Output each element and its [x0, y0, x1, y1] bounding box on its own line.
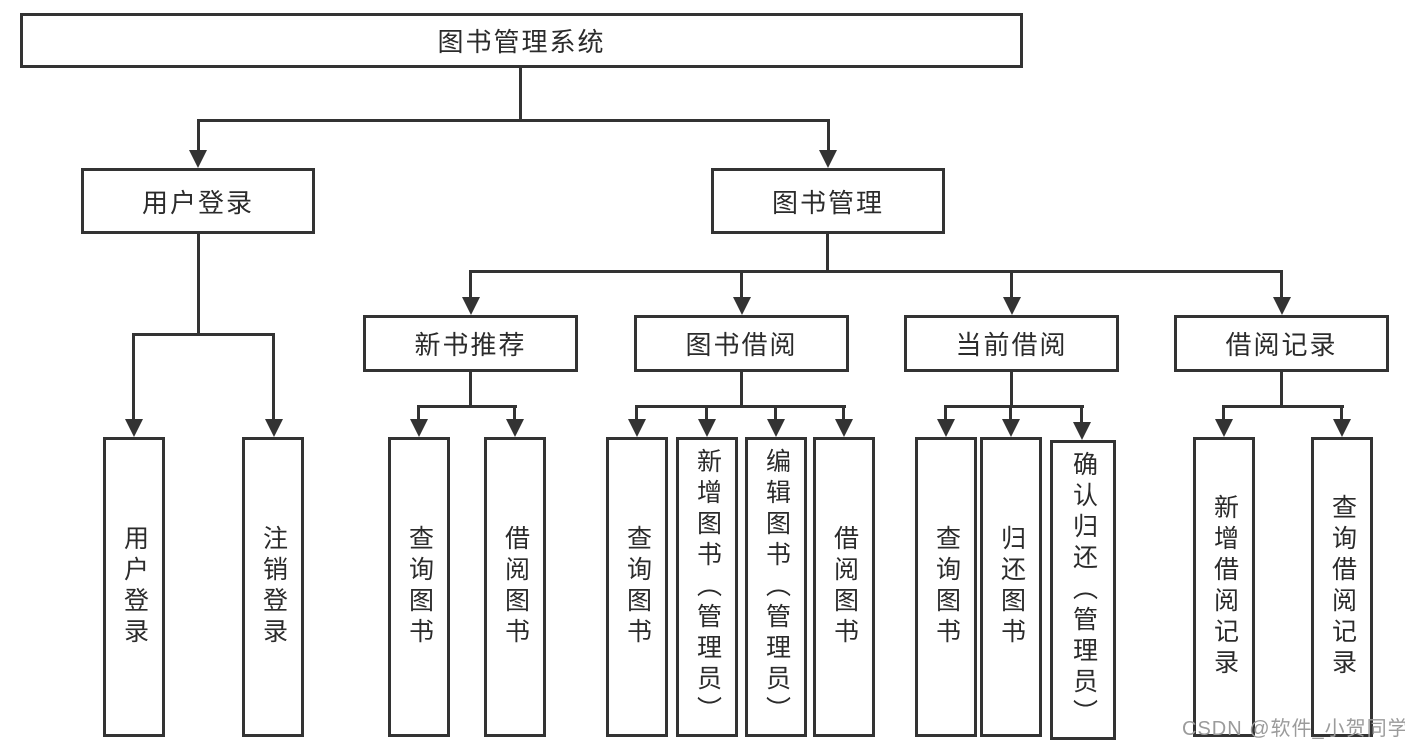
connector-line-v — [944, 407, 947, 421]
node-new-book-recommend: 新书推荐 — [363, 315, 578, 372]
connector-line-v — [774, 407, 777, 421]
arrow-down-icon — [1002, 419, 1020, 437]
arrow-down-icon — [189, 150, 207, 168]
connector-line-v — [1222, 407, 1225, 421]
arrow-down-icon — [265, 419, 283, 437]
leaf-bb-borrow-books: 借阅图书 — [813, 437, 875, 737]
arrow-down-icon — [410, 419, 428, 437]
node-book-management: 图书管理 — [711, 168, 945, 234]
connector-line-v — [469, 272, 472, 299]
connector-line-v — [272, 335, 275, 421]
connector-line-v — [513, 407, 516, 421]
arrow-down-icon — [733, 297, 751, 315]
connector-line-v — [1340, 407, 1343, 421]
arrow-down-icon — [937, 419, 955, 437]
connector-line-v — [197, 234, 200, 334]
node-current-borrow: 当前借阅 — [904, 315, 1119, 372]
connector-line-v — [1009, 407, 1012, 421]
arrow-down-icon — [1333, 419, 1351, 437]
connector-line-h — [944, 405, 1084, 408]
node-borrow-records: 借阅记录 — [1174, 315, 1389, 372]
leaf-bb-add-books-admin: 新增图书（管理员） — [676, 437, 738, 737]
arrow-down-icon — [1215, 419, 1233, 437]
leaf-cb-confirm-return-admin: 确认归还（管理员） — [1050, 440, 1116, 740]
leaf-cb-return-books: 归还图书 — [980, 437, 1042, 737]
connector-line-v — [740, 372, 743, 406]
arrow-down-icon — [767, 419, 785, 437]
connector-line-v — [1010, 372, 1013, 406]
leaf-bb-edit-books-admin: 编辑图书（管理员） — [745, 437, 807, 737]
connector-line-v — [826, 234, 829, 271]
leaf-bb-query-books: 查询图书 — [606, 437, 668, 737]
leaf-logout: 注销登录 — [242, 437, 304, 737]
connector-line-v — [197, 121, 200, 152]
connector-line-v — [827, 121, 830, 152]
arrow-down-icon — [698, 419, 716, 437]
arrow-down-icon — [506, 419, 524, 437]
connector-line-v — [519, 68, 522, 120]
connector-line-v — [635, 407, 638, 421]
connector-line-v — [469, 372, 472, 406]
node-book-borrow: 图书借阅 — [634, 315, 849, 372]
connector-line-v — [1010, 272, 1013, 299]
csdn-watermark: CSDN @软件_小贺同学 — [1182, 718, 1405, 740]
arrow-down-icon — [462, 297, 480, 315]
arrow-down-icon — [1003, 297, 1021, 315]
node-user-login: 用户登录 — [81, 168, 315, 234]
connector-line-h — [417, 405, 517, 408]
leaf-br-query-record: 查询借阅记录 — [1311, 437, 1373, 737]
connector-line-v — [417, 407, 420, 421]
leaf-user-login: 用户登录 — [103, 437, 165, 737]
node-root: 图书管理系统 — [20, 13, 1023, 68]
arrow-down-icon — [125, 419, 143, 437]
connector-line-v — [705, 407, 708, 421]
connector-line-v — [132, 335, 135, 421]
connector-line-v — [1280, 372, 1283, 406]
connector-line-h — [469, 270, 1283, 273]
connector-line-h — [132, 333, 275, 336]
connector-line-h — [1222, 405, 1344, 408]
connector-line-h — [197, 119, 830, 122]
leaf-br-add-record: 新增借阅记录 — [1193, 437, 1255, 737]
arrow-down-icon — [835, 419, 853, 437]
arrow-down-icon — [1273, 297, 1291, 315]
arrow-down-icon — [628, 419, 646, 437]
leaf-cb-query-books: 查询图书 — [915, 437, 977, 737]
connector-line-v — [842, 407, 845, 421]
connector-line-v — [1280, 272, 1283, 299]
connector-line-h — [635, 405, 846, 408]
connector-line-v — [740, 272, 743, 299]
connector-line-v — [1080, 407, 1083, 423]
arrow-down-icon — [1073, 422, 1091, 440]
arrow-down-icon — [819, 150, 837, 168]
leaf-nbr-borrow-books: 借阅图书 — [484, 437, 546, 737]
leaf-nbr-query-books: 查询图书 — [388, 437, 450, 737]
